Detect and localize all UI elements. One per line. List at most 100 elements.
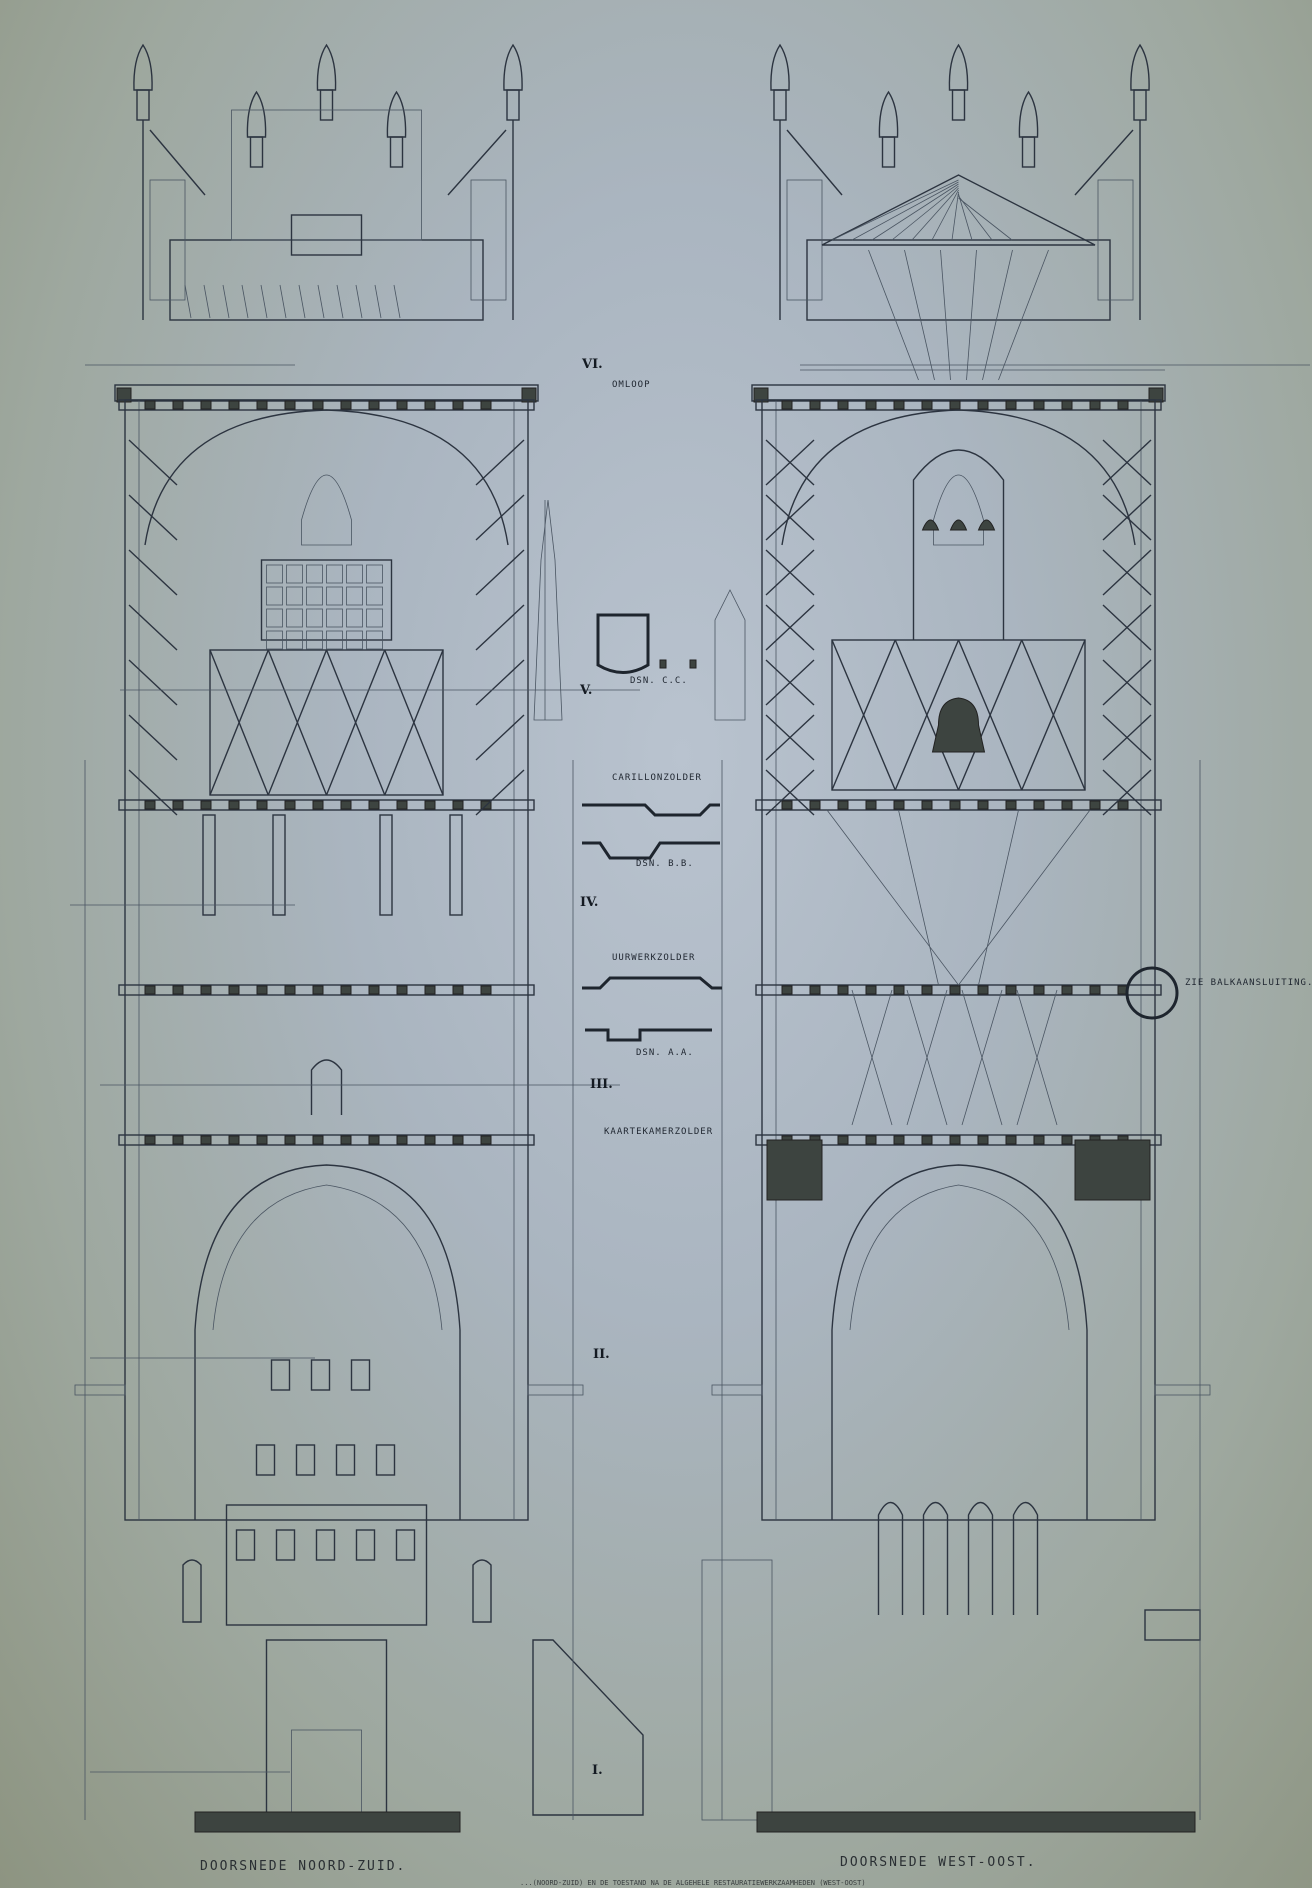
wall-tie (765, 714, 815, 761)
pinnacle-shaft (249, 136, 264, 168)
wall-tie (765, 604, 815, 651)
level-label-vi: VI. (581, 357, 603, 372)
joist (424, 800, 436, 810)
facade-window (355, 1529, 376, 1561)
buttress-offset (527, 1384, 584, 1396)
truss-strut (998, 249, 1049, 381)
great-arch (831, 1164, 1088, 1520)
section-north-south (74, 43, 644, 1833)
carillon-cell (346, 564, 363, 584)
joist (837, 1135, 849, 1145)
wall-tie (1102, 494, 1152, 541)
joist (144, 1135, 156, 1145)
joist (424, 1135, 436, 1145)
detail-label-aa: DSN. A.A. (636, 1048, 694, 1058)
pinnacle-finial (1018, 90, 1039, 138)
carillon-cell (266, 608, 283, 628)
window (295, 1444, 316, 1476)
joist (1061, 800, 1073, 810)
wall-tie (128, 549, 178, 596)
gallery-baluster (317, 284, 325, 319)
floor-brace (906, 989, 948, 1126)
carillon-cell (326, 630, 343, 650)
joist (452, 400, 464, 410)
gallery-baluster (336, 284, 344, 319)
side-aisle (701, 1559, 773, 1821)
joist (312, 985, 324, 995)
joist (1061, 400, 1073, 410)
joist (893, 985, 905, 995)
joist (200, 1135, 212, 1145)
caption-west-east: DOORSNEDE WEST-OOST. (840, 1855, 1037, 1870)
detail-mark (689, 659, 697, 669)
carillon-arch (912, 449, 1005, 640)
joist (781, 985, 793, 995)
window (335, 1444, 356, 1476)
joist (1117, 800, 1129, 810)
joist (865, 985, 877, 995)
level-label-ii: II. (593, 1347, 610, 1362)
truss-strut (904, 249, 935, 381)
joist (1089, 400, 1101, 410)
spire-elevation (714, 589, 746, 721)
truss-strut (868, 249, 919, 381)
joist (837, 800, 849, 810)
doorway (310, 1059, 343, 1115)
joist (1033, 985, 1045, 995)
carillon-cell (326, 564, 343, 584)
gallery-baluster (260, 284, 268, 319)
joist (809, 800, 821, 810)
joist (396, 985, 408, 995)
joist (893, 400, 905, 410)
carillon-cell (326, 608, 343, 628)
post (379, 814, 393, 916)
lancet-window (1012, 1501, 1039, 1615)
truss-strut (966, 249, 977, 381)
wall-tie (475, 549, 525, 596)
wall-tie (475, 769, 525, 816)
frame-brace (1021, 639, 1086, 791)
cornice-block (753, 387, 769, 403)
flying-brace (149, 129, 507, 196)
lantern-door (290, 214, 363, 256)
detail-label-cc: DSN. C.C. (630, 676, 688, 686)
carillon-cell (266, 630, 283, 650)
joist (396, 800, 408, 810)
carillon-cell (306, 564, 323, 584)
carillon-cell (326, 586, 343, 606)
wall-tie (475, 439, 525, 486)
detail-mark (659, 659, 667, 669)
pinnacle-finial (246, 90, 267, 138)
frame-brace (957, 639, 1023, 791)
lancet-window (967, 1501, 994, 1615)
floor-label-uurwerkzolder: UURWERKZOLDER (612, 953, 695, 963)
corner-buttress (142, 120, 514, 320)
wall-tie (765, 659, 815, 706)
wall-tie (475, 494, 525, 541)
wall-tie (128, 439, 178, 486)
flying-brace (786, 129, 1134, 196)
floor-details (70, 364, 1310, 1773)
detail-callout-circle (1125, 966, 1179, 1020)
buttress-shadow (1074, 1139, 1151, 1201)
joist (340, 1135, 352, 1145)
truss-rafter (871, 183, 959, 241)
wall-tie (1102, 769, 1152, 816)
detail-section-bb2 (582, 841, 720, 860)
pinnacle-finial (386, 90, 407, 138)
joist (228, 400, 240, 410)
joist (312, 800, 324, 810)
gallery-baluster (203, 284, 211, 319)
great-arch (194, 1164, 461, 1520)
gallery-baluster (241, 284, 249, 319)
gallery-baluster (222, 284, 230, 319)
bell-frame (209, 649, 444, 796)
joist (368, 985, 380, 995)
joist (1033, 400, 1045, 410)
joist (172, 400, 184, 410)
frame-brace (831, 639, 896, 791)
pinnacle-shaft (951, 89, 966, 121)
floor-beam (755, 799, 1162, 811)
wall-tie (765, 494, 815, 541)
turret-right (470, 179, 507, 301)
